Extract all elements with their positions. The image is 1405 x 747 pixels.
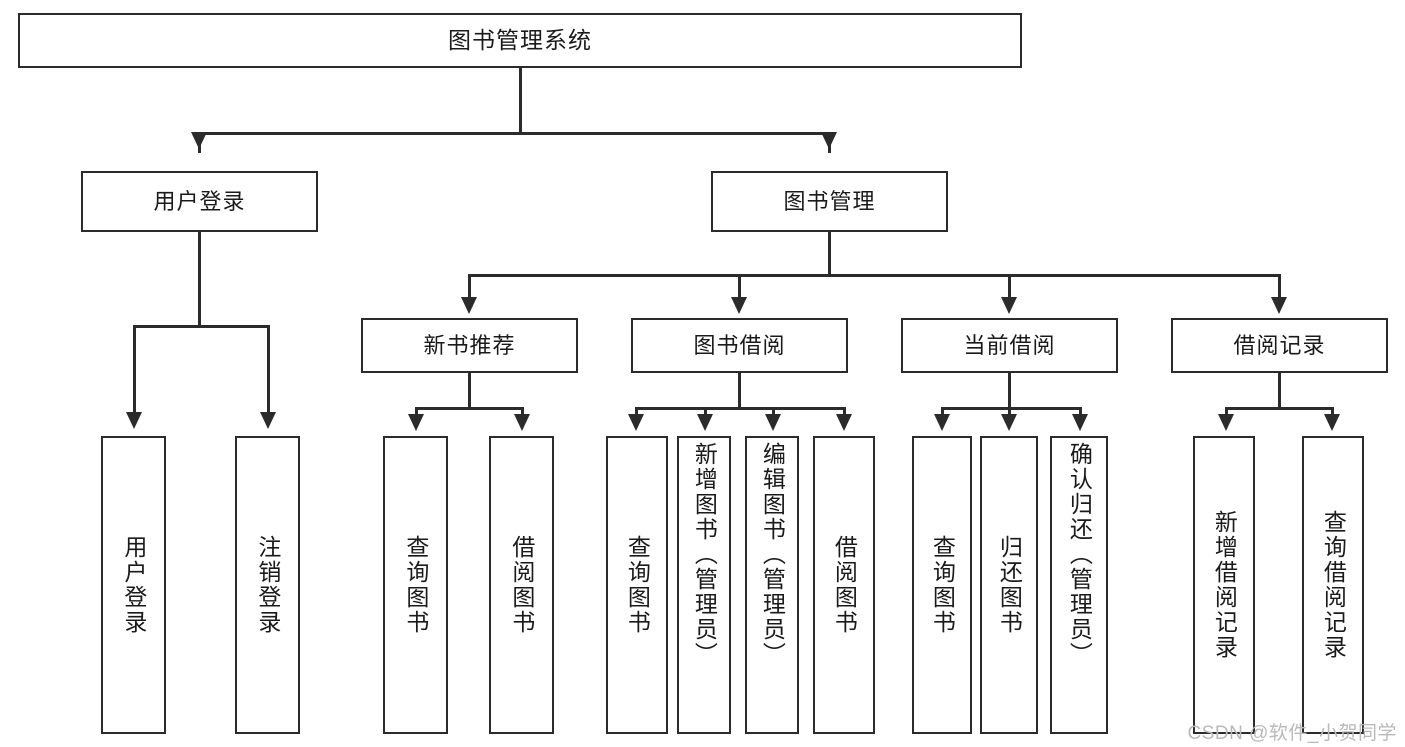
edge-borrow-to-leaf-2 (772, 407, 775, 420)
leaf-query-book-borrow[interactable]: 查询图书 (606, 436, 668, 734)
leaf-confirm-return-admin[interactable]: 确认归还（管理员） (1050, 436, 1108, 734)
edge-record-stem (1278, 373, 1281, 409)
node-book-borrow[interactable]: 图书借阅 (631, 318, 848, 373)
leaf-query-borrow-record[interactable]: 查询借阅记录 (1302, 436, 1364, 734)
edge-current-to-leaf-2 (1079, 407, 1082, 420)
leaf-label: 新增图书（管理员） (691, 442, 718, 667)
arrow-current-leaf-0 (934, 414, 950, 431)
leaf-label: 编辑图书（管理员） (759, 442, 786, 667)
leaf-label: 新增借阅记录 (1211, 510, 1238, 660)
leaf-label: 查询图书 (624, 535, 651, 635)
edge-book-mgmt-to-current (1008, 274, 1011, 303)
arrow-to-current (1001, 297, 1017, 314)
leaf-label: 用户登录 (120, 535, 147, 635)
leaf-label: 确认归还（管理员） (1066, 442, 1093, 667)
edge-borrow-bus (635, 407, 845, 410)
edge-current-stem (1008, 373, 1011, 409)
edge-borrow-to-leaf-3 (843, 407, 846, 420)
leaf-edit-book-admin[interactable]: 编辑图书（管理员） (745, 436, 799, 734)
leaf-label: 查询图书 (402, 535, 429, 635)
edge-book-mgmt-to-record (1278, 274, 1281, 303)
arrow-new-book-leaf-1 (514, 414, 530, 431)
edge-record-to-leaf-0 (1225, 407, 1228, 420)
arrow-to-record (1271, 297, 1287, 314)
arrow-borrow-leaf-1 (697, 414, 713, 431)
arrow-to-user-login (191, 132, 207, 149)
edge-new-book-bus (415, 407, 523, 410)
arrow-user-login-leaf-0 (126, 412, 142, 429)
leaf-query-book-newbook[interactable]: 查询图书 (383, 436, 448, 734)
arrow-current-leaf-2 (1072, 414, 1088, 431)
arrow-current-leaf-1 (1001, 414, 1017, 431)
edge-user-login-to-leaf-1 (267, 325, 270, 418)
edge-book-mgmt-to-new-book (468, 274, 471, 303)
arrow-borrow-leaf-0 (628, 414, 644, 431)
edge-user-login-bus (133, 325, 267, 328)
node-borrow-record[interactable]: 借阅记录 (1171, 318, 1388, 373)
node-label: 借阅记录 (1233, 332, 1326, 358)
edge-root-stem (519, 68, 522, 134)
leaf-borrow-book-newbook[interactable]: 借阅图书 (489, 436, 554, 734)
node-label: 图书借阅 (693, 332, 786, 358)
node-label: 新书推荐 (423, 332, 516, 358)
leaf-logout[interactable]: 注销登录 (235, 436, 300, 734)
leaf-label: 借阅图书 (508, 535, 535, 635)
edge-new-book-to-leaf-1 (521, 407, 524, 420)
edge-root-bus (198, 132, 831, 135)
arrow-record-leaf-1 (1324, 414, 1340, 431)
edge-new-book-stem (468, 373, 471, 409)
arrow-new-book-leaf-0 (408, 414, 424, 431)
node-label: 图书管理 (783, 188, 876, 214)
leaf-label: 借阅图书 (831, 535, 858, 635)
edge-borrow-to-leaf-0 (635, 407, 638, 420)
edge-current-to-leaf-0 (941, 407, 944, 420)
leaf-add-borrow-record[interactable]: 新增借阅记录 (1193, 436, 1255, 734)
arrow-to-new-book (461, 297, 477, 314)
edge-book-mgmt-stem (828, 232, 831, 276)
node-current-borrow[interactable]: 当前借阅 (901, 318, 1118, 373)
edge-current-to-leaf-1 (1008, 407, 1011, 420)
node-user-login[interactable]: 用户登录 (81, 171, 318, 232)
arrow-to-book-mgmt (821, 132, 837, 149)
arrow-borrow-leaf-3 (836, 414, 852, 431)
node-new-book-recommend[interactable]: 新书推荐 (361, 318, 578, 373)
leaf-query-book-current[interactable]: 查询图书 (912, 436, 972, 734)
leaf-borrow-book[interactable]: 借阅图书 (813, 436, 875, 734)
leaf-user-login[interactable]: 用户登录 (101, 436, 166, 734)
edge-borrow-stem (738, 373, 741, 409)
node-label: 图书管理系统 (448, 27, 592, 54)
node-book-management[interactable]: 图书管理 (711, 171, 948, 232)
edge-record-bus (1225, 407, 1333, 410)
leaf-label: 查询图书 (929, 535, 956, 635)
node-label: 用户登录 (153, 188, 246, 214)
arrow-to-borrow (731, 297, 747, 314)
node-label: 当前借阅 (963, 332, 1056, 358)
node-root-system[interactable]: 图书管理系统 (18, 13, 1022, 68)
edge-book-mgmt-bus (468, 274, 1280, 277)
edge-new-book-to-leaf-0 (415, 407, 418, 420)
edge-book-mgmt-to-borrow (738, 274, 741, 303)
arrow-borrow-leaf-2 (765, 414, 781, 431)
edge-record-to-leaf-1 (1331, 407, 1334, 420)
edge-user-login-stem (198, 232, 201, 327)
edge-current-bus (941, 407, 1081, 410)
leaf-add-book-admin[interactable]: 新增图书（管理员） (677, 436, 731, 734)
arrow-record-leaf-0 (1218, 414, 1234, 431)
leaf-label: 查询借阅记录 (1320, 510, 1347, 660)
leaf-label: 注销登录 (254, 535, 281, 635)
edge-borrow-to-leaf-1 (704, 407, 707, 420)
arrow-user-login-leaf-1 (260, 412, 276, 429)
leaf-return-book[interactable]: 归还图书 (980, 436, 1038, 734)
leaf-label: 归还图书 (996, 535, 1023, 635)
edge-user-login-to-leaf-0 (133, 325, 136, 418)
